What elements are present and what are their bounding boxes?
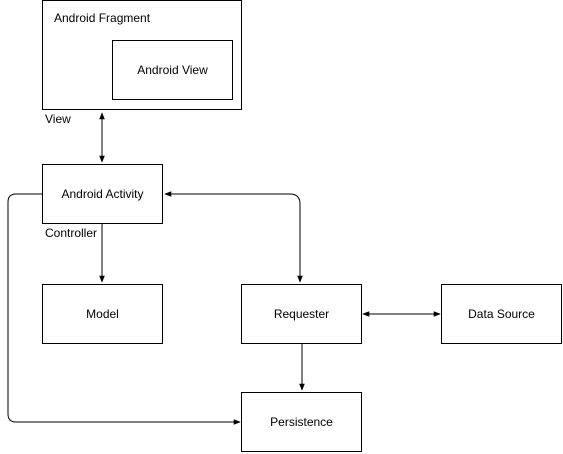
model-label: Model bbox=[86, 307, 119, 321]
data-source-label: Data Source bbox=[468, 307, 535, 321]
node-requester: Requester bbox=[241, 284, 362, 344]
edge-activity-persistence bbox=[7, 193, 241, 425]
edges bbox=[7, 112, 441, 425]
android-view-label: Android View bbox=[137, 63, 208, 77]
view-annotation: View bbox=[45, 112, 71, 126]
node-android-view: Android View bbox=[112, 40, 233, 100]
persistence-label: Persistence bbox=[270, 415, 333, 429]
android-fragment-label: Android Fragment bbox=[54, 11, 151, 25]
node-model: Model bbox=[42, 284, 163, 344]
edge-activity-requester bbox=[164, 191, 303, 283]
node-android-activity: Android Activity bbox=[42, 164, 163, 224]
android-activity-label: Android Activity bbox=[61, 187, 143, 201]
node-persistence: Persistence bbox=[241, 392, 362, 452]
controller-annotation: Controller bbox=[45, 226, 97, 240]
requester-label: Requester bbox=[274, 307, 329, 321]
node-data-source: Data Source bbox=[441, 284, 562, 344]
